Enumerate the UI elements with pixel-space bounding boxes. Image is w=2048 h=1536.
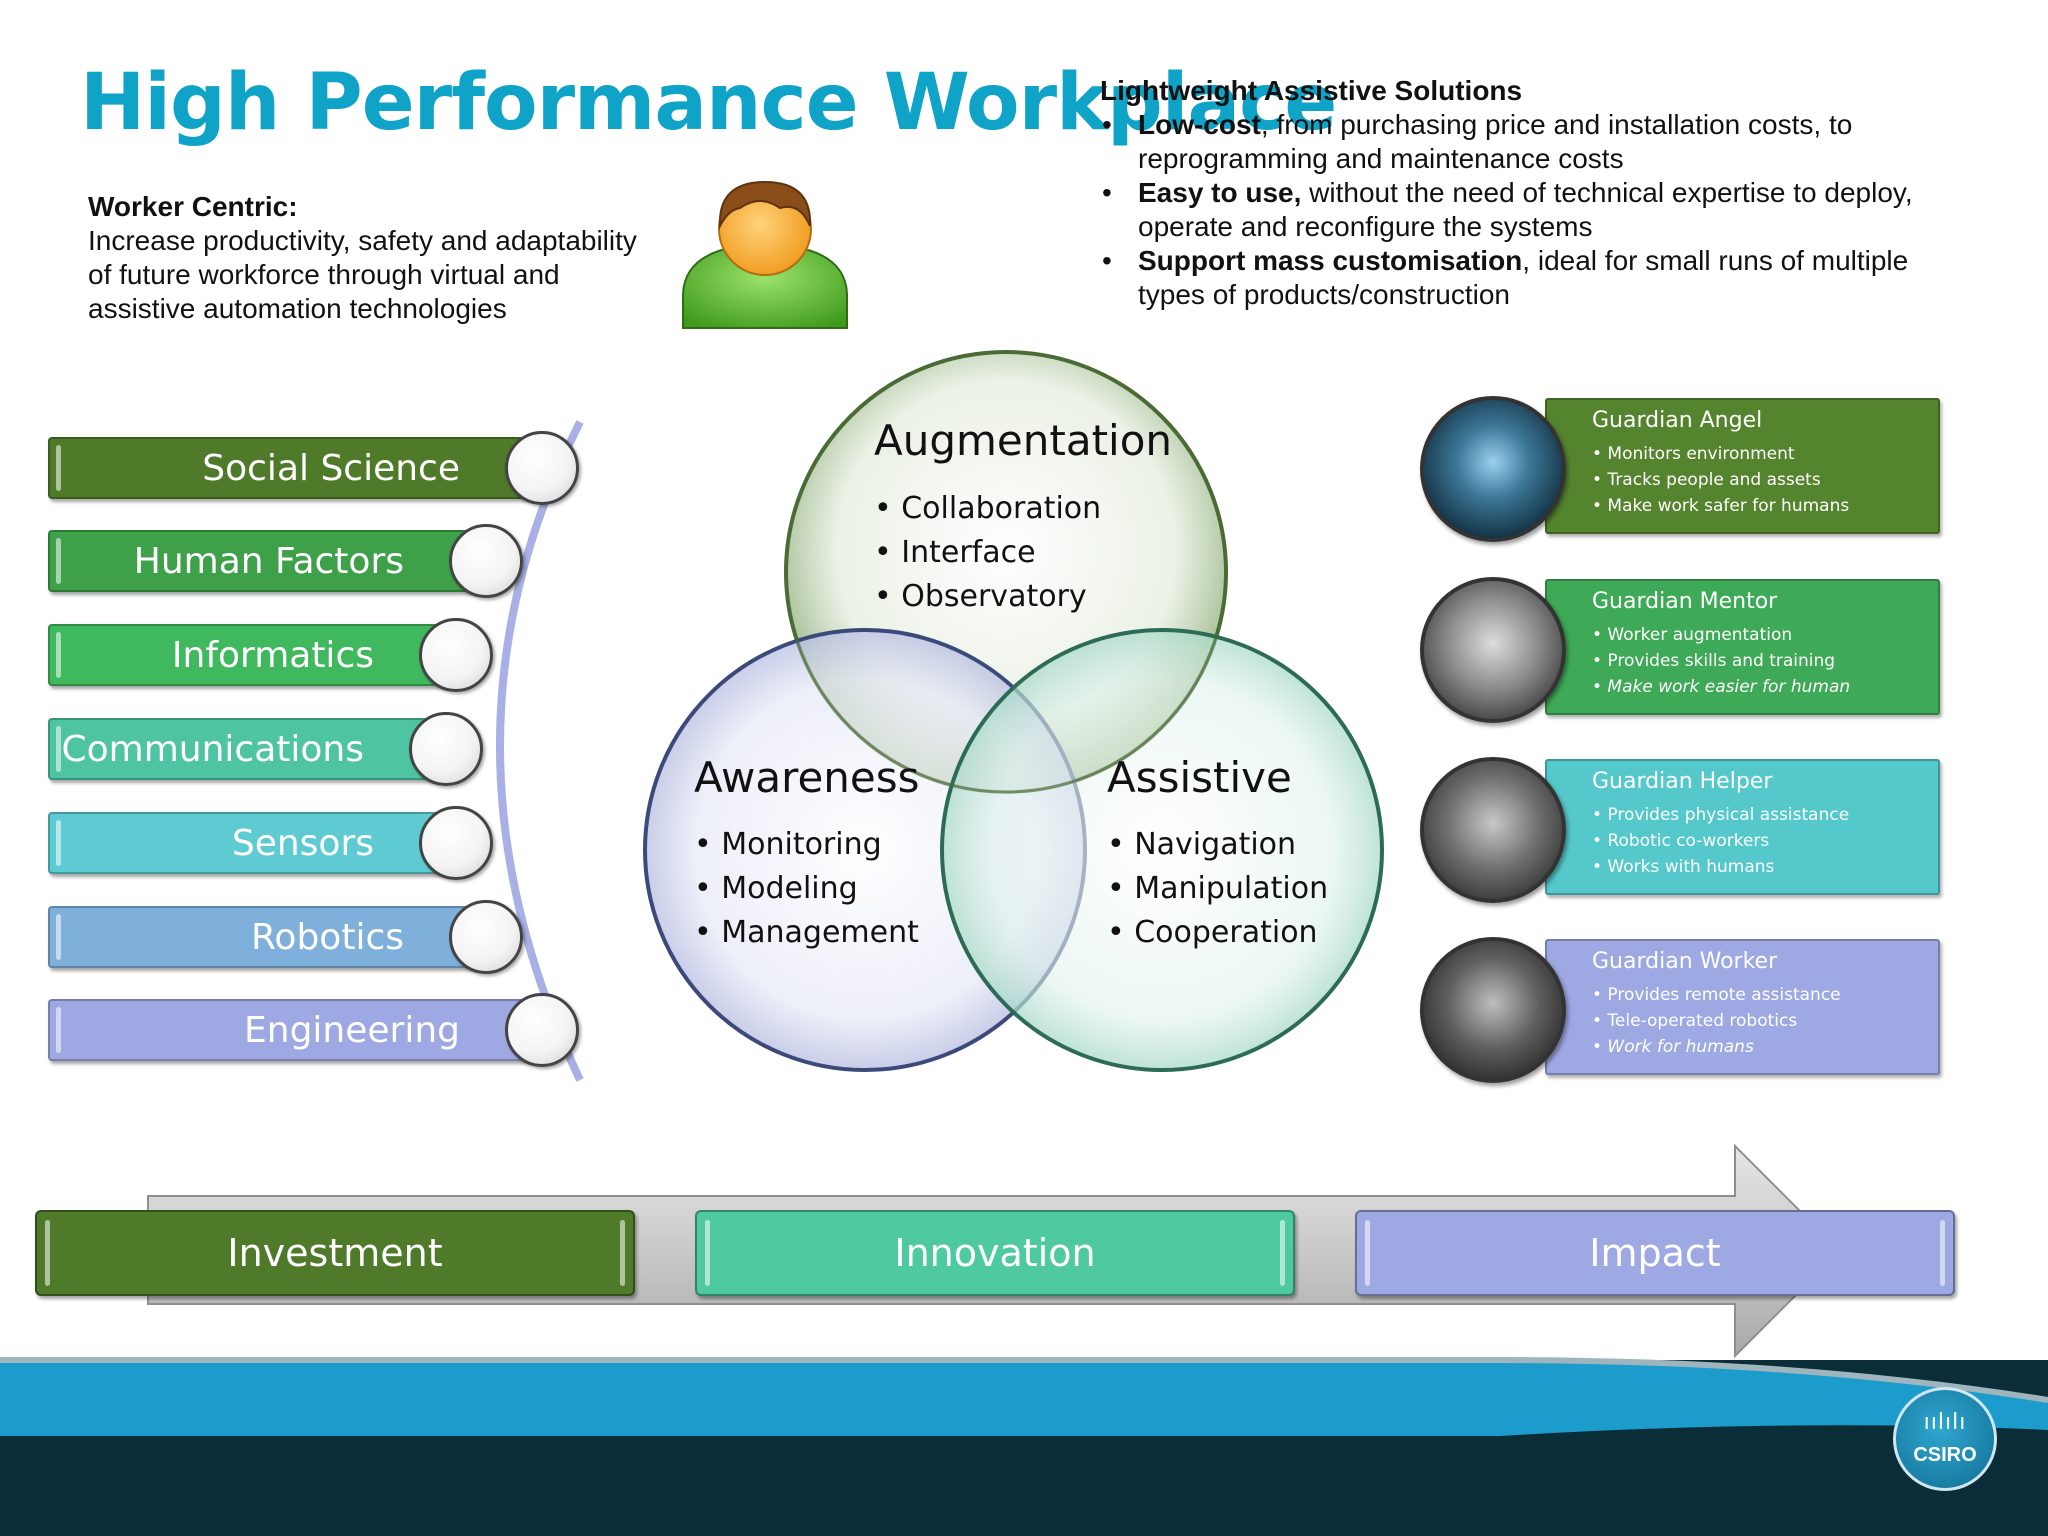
discipline-engineering: Engineering — [48, 999, 550, 1061]
logo-text: CSIRO — [1913, 1444, 1977, 1466]
discipline-informatics: Informatics — [48, 624, 464, 686]
guardian-item: • Provides physical assistance — [1592, 805, 1850, 825]
guardian-title: Guardian Angel — [1592, 408, 1763, 433]
csiro-logo: ıılılı CSIRO — [1893, 1387, 1997, 1491]
discipline-knob — [409, 712, 483, 786]
discipline-knob — [419, 618, 493, 692]
worker-centric-text: Increase productivity, safety and adapta… — [88, 225, 637, 324]
guardian-card-worker: Guardian Worker • Provides remote assist… — [1545, 939, 1940, 1075]
lightweight-solutions-block: Lightweight Assistive Solutions Low-cost… — [1100, 74, 1980, 312]
guardian-item: • Worker augmentation — [1592, 625, 1793, 645]
guardian-card-angel: Guardian Angel • Monitors environment • … — [1545, 398, 1940, 534]
guardian-title: Guardian Mentor — [1592, 589, 1778, 614]
stage-innovation: Innovation — [695, 1210, 1295, 1296]
venn-title-awareness: Awareness — [694, 753, 920, 802]
guardian-worker-image — [1420, 937, 1566, 1083]
venn-title-augmentation: Augmentation — [874, 416, 1172, 465]
stage-impact: Impact — [1355, 1210, 1955, 1296]
lightweight-item-bold: Low-cost — [1138, 109, 1261, 140]
guardian-item: • Make work safer for humans — [1592, 496, 1850, 516]
venn-item: • Navigation — [1107, 827, 1296, 862]
lightweight-item-text: , from purchasing price and installation… — [1138, 109, 1853, 174]
discipline-knob — [505, 431, 579, 505]
venn-circle-assistive — [940, 628, 1384, 1072]
venn-item: • Observatory — [874, 579, 1087, 614]
guardian-item: • Works with humans — [1592, 857, 1775, 877]
guardian-title: Guardian Worker — [1592, 949, 1778, 974]
stage-label: Investment — [227, 1231, 443, 1275]
discipline-label: Social Science — [202, 448, 460, 489]
discipline-human-factors: Human Factors — [48, 530, 494, 592]
guardian-item: • Tracks people and assets — [1592, 470, 1821, 490]
venn-item: • Interface — [874, 535, 1036, 570]
guardian-mentor-image — [1420, 577, 1566, 723]
discipline-label: Communications — [61, 729, 364, 770]
logo-bars-icon: ıılılı — [1923, 1410, 1967, 1435]
lightweight-item: Low-cost, from purchasing price and inst… — [1100, 108, 1980, 176]
venn-item: • Collaboration — [874, 491, 1101, 526]
discipline-sensors: Sensors — [48, 812, 464, 874]
guardian-item: • Monitors environment — [1592, 444, 1795, 464]
discipline-knob — [419, 806, 493, 880]
guardian-item: • Tele-operated robotics — [1592, 1011, 1798, 1031]
guardian-item: • Provides skills and training — [1592, 651, 1836, 671]
lightweight-item-bold: Support mass customisation — [1138, 245, 1523, 276]
lightweight-item-bold: Easy to use, — [1138, 177, 1302, 208]
discipline-label: Human Factors — [133, 541, 404, 582]
guardian-angel-image — [1420, 396, 1566, 542]
guardian-helper-image — [1420, 757, 1566, 903]
venn-item: • Cooperation — [1107, 915, 1318, 950]
stage-investment: Investment — [35, 1210, 635, 1296]
lightweight-item-text: without the need of technical expertise … — [1138, 177, 1913, 242]
discipline-label: Informatics — [171, 635, 374, 676]
guardian-item: • Work for humans — [1592, 1037, 1754, 1057]
stage-label: Innovation — [894, 1231, 1096, 1275]
person-icon — [682, 180, 848, 329]
discipline-label: Robotics — [251, 917, 404, 958]
venn-item: • Monitoring — [694, 827, 882, 862]
discipline-knob — [449, 900, 523, 974]
discipline-social-science: Social Science — [48, 437, 550, 499]
discipline-knob — [449, 524, 523, 598]
venn-title-assistive: Assistive — [1107, 753, 1292, 802]
venn-item: • Modeling — [694, 871, 858, 906]
lightweight-item: Easy to use, without the need of technic… — [1100, 176, 1980, 244]
stage-label: Impact — [1589, 1231, 1721, 1275]
venn-diagram: Augmentation • Collaboration • Interface… — [643, 350, 1384, 1072]
footer-band — [0, 1357, 2048, 1536]
guardian-item: • Provides remote assistance — [1592, 985, 1841, 1005]
worker-centric-heading: Worker Centric: — [88, 191, 298, 222]
worker-centric-block: Worker Centric: Increase productivity, s… — [88, 190, 668, 326]
discipline-knob — [505, 993, 579, 1067]
guardian-item: • Make work easier for human — [1592, 677, 1851, 697]
lightweight-heading: Lightweight Assistive Solutions — [1100, 75, 1523, 106]
venn-item: • Manipulation — [1107, 871, 1328, 906]
guardian-card-mentor: Guardian Mentor • Worker augmentation • … — [1545, 579, 1940, 715]
venn-item: • Management — [694, 915, 919, 950]
discipline-communications: Communications — [48, 718, 454, 780]
discipline-label: Engineering — [244, 1010, 460, 1051]
discipline-label: Sensors — [231, 823, 374, 864]
lightweight-item-text: , ideal for small runs of multiple types… — [1138, 245, 1909, 310]
lightweight-item: Support mass customisation, ideal for sm… — [1100, 244, 1980, 312]
guardian-item: • Robotic co-workers — [1592, 831, 1770, 851]
discipline-robotics: Robotics — [48, 906, 494, 968]
guardian-title: Guardian Helper — [1592, 769, 1773, 794]
